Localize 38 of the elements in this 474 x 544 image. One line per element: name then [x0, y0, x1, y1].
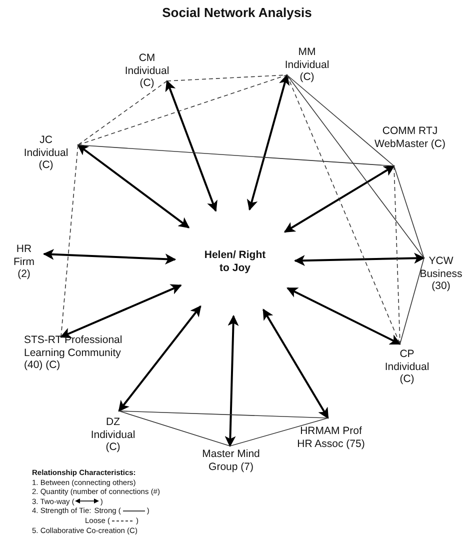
dashed-connector — [286, 74, 400, 344]
double-arrow — [118, 305, 202, 412]
diagram-title: Social Network Analysis — [161, 5, 313, 20]
connector-line — [400, 258, 424, 344]
dashed-connector — [78, 80, 168, 146]
contact-node-label: HRMAM Prof HR Assoc (75) — [293, 425, 369, 450]
double-arrow — [165, 80, 218, 212]
double-arrow — [286, 287, 401, 345]
double-arrow — [294, 252, 426, 266]
contact-node-label: STS-RT Professional Learning Community (40) (C) — [24, 334, 124, 372]
connector-line — [286, 74, 424, 258]
dashed-connector — [394, 166, 400, 344]
contact-node-label: Master Mind Group (7) — [196, 448, 266, 473]
contact-node-label: COMM RTJ WebMaster (C) — [370, 125, 450, 150]
connector-line — [118, 410, 328, 418]
double-arrow — [284, 165, 395, 233]
double-arrow — [224, 314, 239, 448]
double-arrow — [246, 74, 290, 211]
contact-node-label: CM Individual (C) — [121, 52, 173, 90]
contact-node-label: YCW Business (30) — [416, 255, 466, 292]
contact-node-label: DZ Individual (C) — [87, 416, 139, 454]
double-arrow — [60, 284, 182, 338]
connector-line — [286, 74, 394, 166]
contact-node-label: MM Individual (C) — [281, 46, 333, 84]
contact-node-label: CP Individual (C) — [381, 348, 433, 386]
connector-line — [78, 144, 394, 166]
dashed-connector — [78, 74, 288, 146]
connector-line — [118, 410, 230, 446]
connector-line — [230, 418, 328, 446]
double-arrow — [42, 248, 176, 265]
double-arrow — [262, 308, 329, 419]
central-node-label: Helen/ Right to Joy — [200, 249, 270, 274]
dashed-connector — [60, 144, 78, 338]
dashed-connector — [166, 74, 288, 82]
contact-node-label: JC Individual (C) — [20, 134, 72, 172]
connector-line — [394, 166, 424, 258]
contact-node-label: HR Firm (2) — [9, 243, 39, 280]
double-arrow — [77, 144, 190, 228]
